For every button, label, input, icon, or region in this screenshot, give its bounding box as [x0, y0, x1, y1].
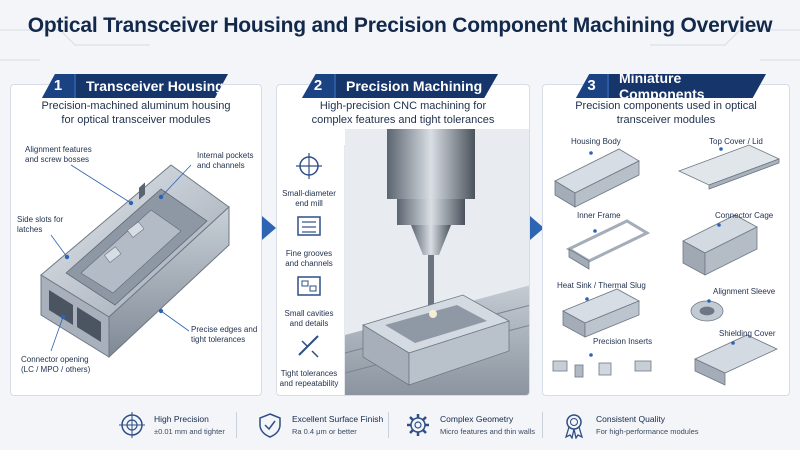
shield-check-icon [259, 413, 281, 438]
feature-consistent-quality-title: Consistent Quality [596, 414, 665, 424]
label-alignment-sleeve: Alignment Sleeve [713, 287, 776, 296]
components-illustration [552, 144, 781, 386]
callout-internal-line1: Internal pockets [197, 151, 254, 160]
callout-connector-line2: (LC / MPO / others) [21, 365, 91, 374]
housing-callout-lines [50, 164, 192, 352]
footer-divider-2 [388, 412, 389, 438]
feature-high-precision-subtitle: ±0.01 mm and tighter [154, 427, 225, 436]
grooves-icon [297, 216, 321, 236]
panel-miniature-components: Precision components used in optical tra… [542, 84, 790, 396]
step-fine-grooves-line2: and channels [285, 259, 333, 268]
callout-side-slots-line2: latches [17, 225, 43, 234]
label-shielding-cover: Shielding Cover [719, 329, 776, 338]
panel1-subtitle-line2: for optical transceiver modules [61, 114, 211, 126]
label-housing-body: Housing Body [571, 137, 621, 146]
cavities-icon [297, 276, 321, 296]
feature-surface-finish-subtitle: Ra 0.4 μm or better [292, 427, 357, 436]
footer-divider-1 [236, 412, 237, 438]
footer-divider-3 [542, 412, 543, 438]
step-small-cavities-line2: and details [289, 319, 329, 328]
panel2-subtitle-line2: complex features and tight tolerances [311, 114, 495, 126]
callout-alignment-features: Alignment features and screw bosses [25, 145, 92, 165]
step-tight-tolerances: Tight tolerances and repeatability [277, 331, 341, 389]
panel1-subtitle: Precision-machined aluminum housing for … [11, 99, 261, 127]
feature-high-precision: High Precision ±0.01 mm and tighter [118, 408, 268, 444]
feature-complex-geometry: Complex Geometry Micro features and thin… [404, 408, 554, 444]
feature-complex-geometry-title: Complex Geometry [440, 414, 514, 424]
callout-precise-edges-line2: tight tolerances [191, 335, 246, 344]
label-top-cover: Top Cover / Lid [709, 137, 763, 146]
callout-side-slots-line1: Side slots for [17, 215, 64, 224]
panel1-subtitle-line1: Precision-machined aluminum housing [41, 100, 231, 112]
gear-icon [407, 414, 429, 436]
feature-consistent-quality-subtitle: For high-performance modules [596, 427, 699, 436]
callout-connector-line1: Connector opening [21, 355, 89, 364]
section-banner-1: 1 Transceiver Housing [42, 74, 228, 98]
label-heat-sink: Heat Sink / Thermal Slug [557, 281, 646, 290]
label-precision-inserts: Precision Inserts [593, 337, 653, 346]
section-heading-2: Precision Machining [346, 78, 483, 94]
step-end-mill: Small-diameter end mill [277, 151, 341, 209]
label-inner-frame: Inner Frame [577, 211, 621, 220]
callout-alignment-line2: and screw bosses [25, 155, 90, 164]
step-fine-grooves-line1: Fine grooves [285, 249, 333, 258]
step-tight-tolerances-line1: Tight tolerances [280, 369, 338, 378]
section-banner-2: 2 Precision Machining [302, 74, 498, 98]
housing-illustration [40, 164, 230, 359]
step-tight-tolerances-line2: and repeatability [279, 379, 339, 388]
feature-consistent-quality: Consistent Quality For high-performance … [560, 408, 730, 444]
step-small-cavities-line1: Small cavities [284, 309, 334, 318]
label-connector-cage: Connector Cage [715, 211, 774, 220]
feature-complex-geometry-subtitle: Micro features and thin walls [440, 427, 536, 436]
step-fine-grooves: Fine grooves and channels [277, 211, 341, 269]
flow-arrow-2 [530, 216, 544, 240]
step-small-cavities: Small cavities and details [277, 271, 341, 329]
award-ribbon-icon [564, 414, 584, 439]
panel3-subtitle-line2: transceiver modules [616, 114, 716, 126]
panel-precision-machining: High-precision CNC machining for complex… [276, 84, 530, 396]
panel3-subtitle-line1: Precision components used in optical [575, 100, 757, 112]
callout-precise-edges: Precise edges and tight tolerances [191, 325, 257, 345]
panel3-subtitle: Precision components used in optical tra… [543, 99, 789, 127]
machining-steps-column: Small-diameter end mill Fine grooves and… [277, 145, 345, 395]
cnc-machining-illustration [344, 129, 529, 395]
panel2-subtitle: High-precision CNC machining for complex… [277, 99, 529, 127]
callout-connector-opening: Connector opening (LC / MPO / others) [21, 355, 90, 375]
callout-precise-edges-line1: Precise edges and [191, 325, 258, 334]
target-icon [119, 412, 145, 438]
callout-internal-pockets: Internal pockets and channels [197, 151, 253, 171]
callout-side-slots: Side slots for latches [17, 215, 63, 235]
step-end-mill-line1: Small-diameter [282, 189, 336, 198]
callout-internal-line2: and channels [197, 161, 245, 170]
step-end-mill-line2: end mill [295, 199, 323, 208]
feature-surface-finish: Excellent Surface Finish Ra 0.4 μm or be… [256, 408, 406, 444]
section-banner-3: 3 Miniature Components [576, 74, 766, 98]
page-title: Optical Transceiver Housing and Precisio… [27, 14, 773, 37]
panel-transceiver-housing: Precision-machined aluminum housing for … [10, 84, 262, 396]
section-heading-1: Transceiver Housing [86, 78, 224, 94]
crosshair-icon [296, 153, 322, 179]
panel2-subtitle-line1: High-precision CNC machining for [319, 100, 487, 112]
feature-high-precision-title: High Precision [154, 414, 209, 424]
flow-arrow-1 [262, 216, 276, 240]
callout-alignment-line1: Alignment features [25, 145, 92, 154]
caliper-icon [298, 335, 319, 358]
section-heading-3: Miniature Components [619, 70, 705, 102]
feature-surface-finish-title: Excellent Surface Finish [292, 414, 384, 424]
feature-footer: High Precision ±0.01 mm and tighter Exce… [0, 402, 800, 450]
